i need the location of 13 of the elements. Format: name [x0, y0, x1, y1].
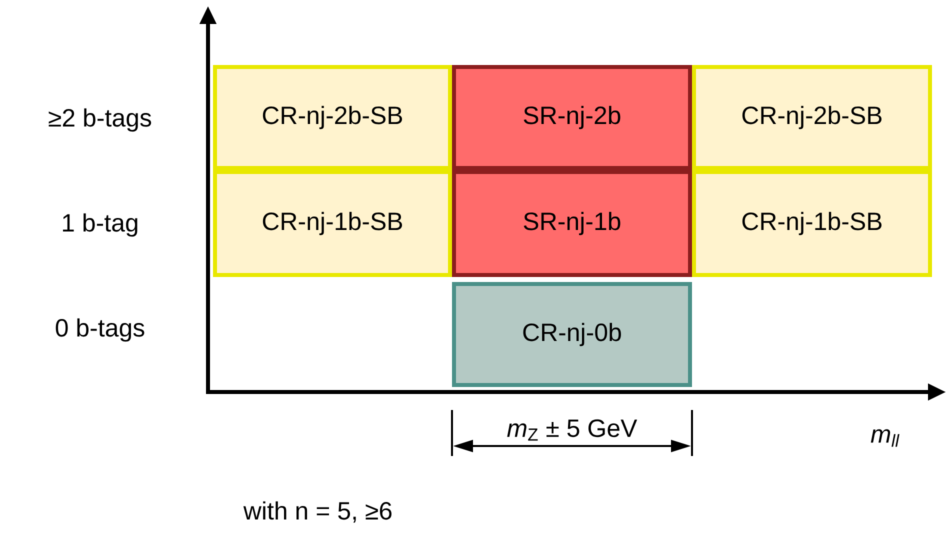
row-label: ≥2 b-tags — [48, 108, 152, 132]
axis-label: m$_{ll}$ — [870, 429, 900, 447]
control-region-box: CR-nj-2b-SB — [692, 65, 932, 170]
control-region-box: CR-nj-2b-SB — [213, 65, 452, 170]
row-label: 1 b-tag — [63, 213, 138, 237]
dimension-label: m$_{Z}$ ± 5 GeV — [507, 419, 638, 441]
row-label: 0 b-tags — [56, 318, 144, 342]
control-region-box: CR-nj-0b — [452, 282, 692, 387]
note: with n = 5, ≥6 — [243, 501, 392, 523]
signal-region-box: SR-nj-2b — [452, 65, 692, 170]
signal-region-box: SR-nj-1b — [452, 170, 692, 277]
control-region-box: CR-nj-1b-SB — [213, 170, 452, 277]
control-region-box: CR-nj-1b-SB — [692, 170, 932, 277]
